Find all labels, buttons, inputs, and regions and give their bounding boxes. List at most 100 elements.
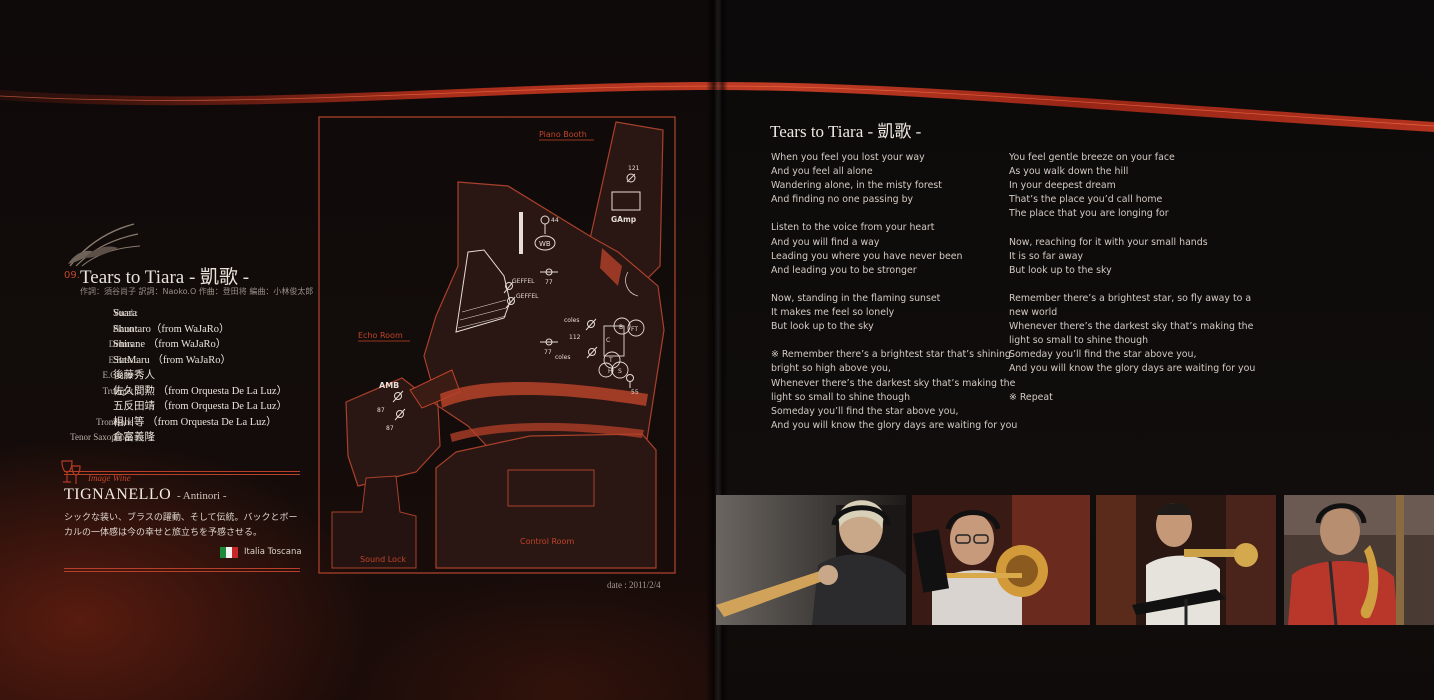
sound-lock-area xyxy=(331,475,417,569)
mic-label: 77 xyxy=(544,349,552,356)
control-room-area xyxy=(435,433,657,569)
drum-label: FT xyxy=(631,326,638,333)
lyric-line: new world xyxy=(1009,307,1058,319)
lyric-line: And leading you to be stronger xyxy=(771,264,917,276)
wine-region: Italia Toscana xyxy=(244,547,302,557)
personnel-name: Shuntaro（from WaJaRo） xyxy=(113,323,230,335)
personnel-row: Vocal : Suara xyxy=(30,306,330,322)
personnel-row: E.Guitar : 後藤秀人 xyxy=(30,368,330,384)
personnel-row: Trombone : 相川等 （from Orquesta De La Luz） xyxy=(30,415,330,431)
grand-piano xyxy=(455,249,511,333)
mic-label: 87 xyxy=(386,425,394,432)
drum-label: C xyxy=(606,337,610,344)
mic-label: 87 xyxy=(377,407,385,414)
mic-label: 121 xyxy=(628,165,640,172)
lyric-line: ※ Repeat xyxy=(1009,391,1053,403)
divider xyxy=(64,471,300,472)
lyric-line: When you feel you lost your way xyxy=(771,152,925,163)
lyric-line: And you will know the glory days are wai… xyxy=(1009,363,1256,375)
lyric-line: light so small to shine though xyxy=(771,391,911,403)
stanza-break xyxy=(1009,221,1239,235)
stanza-break xyxy=(771,207,999,221)
personnel-row: Trumpet : 佐久間勲 （from Orquesta De La Luz） xyxy=(30,384,330,400)
personnel-role: E.Bass : xyxy=(108,354,138,365)
wine-glass-icon xyxy=(61,460,81,484)
lyric-line: Remember there’s a brightest star, so fl… xyxy=(1009,292,1252,304)
lyric-line: Leading you where you have never been xyxy=(771,250,963,262)
wine-maker: - Antinori - xyxy=(177,490,227,502)
control-room-label: Control Room xyxy=(520,537,574,546)
piano-keys xyxy=(457,299,507,329)
drum-label: T xyxy=(608,357,613,364)
microphones xyxy=(392,173,636,421)
mixing-console xyxy=(507,469,595,507)
personnel-list: Vocal : Suara Piano : Shuntaro（from WaJa… xyxy=(30,306,330,446)
lyric-line: And you will know the glory days are wai… xyxy=(771,419,1018,431)
amb-label: AMB xyxy=(379,381,399,390)
lyric-line: Someday you’ll find the star above you, xyxy=(1009,349,1197,361)
lyric-line: bright so high above you, xyxy=(771,363,891,375)
studio-floor-plan: Piano Booth Echo Room Control Room Sound… xyxy=(318,116,676,574)
lyric-line: It is so far away xyxy=(1009,250,1084,262)
personnel-row: Tenor Saxophone : 倉富義隆 xyxy=(30,430,330,446)
booth-window xyxy=(600,248,622,286)
personnel-role: E.Guitar : xyxy=(102,370,139,380)
divider xyxy=(64,474,300,475)
wine-name: TIGNANELLO xyxy=(64,486,172,503)
credits-line: 作詞：須谷尚子 訳詞：Naoko.O 作曲：登田将 編曲：小林俊太郎 xyxy=(80,287,314,296)
wheat-leaf-ornament xyxy=(68,223,141,267)
personnel-name: 佐久間勲 （from Orquesta De La Luz） xyxy=(113,385,288,397)
echo-room-label: Echo Room xyxy=(358,331,403,340)
lyrics-title: Tears to Tiara - 凱歌 - xyxy=(770,122,922,141)
window-band xyxy=(450,422,644,442)
personnel-role: Drums : xyxy=(108,339,138,349)
lyric-line: Now, standing in the flaming sunset xyxy=(771,292,941,304)
personnel-row: Drums : Shirane （from WaJaRo） xyxy=(30,337,330,353)
track-number: 09. xyxy=(64,270,80,281)
photo-trumpet-player xyxy=(716,495,906,625)
lyric-line: Wandering alone, in the misty forest xyxy=(771,180,942,192)
mic-label: 77 xyxy=(545,279,553,286)
personnel-role: Vocal : xyxy=(112,308,138,318)
personnel-role: Piano : xyxy=(112,323,138,334)
personnel-name: Shirane （from WaJaRo） xyxy=(113,339,227,350)
image-wine-label: Image Wine xyxy=(88,473,131,483)
door-arc xyxy=(625,271,639,297)
lyric-line: Now, reaching for it with your small han… xyxy=(1009,236,1208,248)
wb-circle xyxy=(534,235,556,251)
personnel-name: 五反田靖 （from Orquesta De La Luz） xyxy=(113,401,288,412)
drum-label: B xyxy=(619,324,623,331)
lyric-line: It makes me feel so lonely xyxy=(771,307,895,319)
divider xyxy=(64,568,300,569)
sound-lock-label: Sound Lock xyxy=(360,555,406,564)
lyric-line: That’s the place you’d call home xyxy=(1009,194,1163,206)
wine-description: シックな装い、ブラスの躍動、そして伝統。バックとボーカルの一体感は今の幸せと旅立… xyxy=(64,513,298,538)
italy-flag-icon xyxy=(220,547,238,558)
stanza-break xyxy=(1009,377,1239,391)
drum-label: S xyxy=(618,368,622,375)
personnel-name: 相川等 （from Orquesta De La Luz） xyxy=(113,416,277,428)
lyric-line: light so small to shine though xyxy=(1009,335,1149,347)
personnel-role: Trombone : xyxy=(96,416,138,427)
mic-label: coles xyxy=(555,354,570,361)
personnel-name: SutMaru （from WaJaRo） xyxy=(113,354,231,366)
gamp-label: GAmp xyxy=(611,215,637,224)
drum-kit xyxy=(598,317,645,379)
piano-booth-label: Piano Booth xyxy=(539,130,587,139)
echo-room-area xyxy=(345,377,441,487)
photo-trumpet-player-stand xyxy=(1096,495,1276,625)
photo-trombone-player xyxy=(912,495,1090,625)
mic-label: 55 xyxy=(631,389,639,396)
stanza-break xyxy=(771,278,999,292)
personnel-name: 後藤秀人 xyxy=(113,370,155,381)
lyric-line: Whenever there’s the darkest sky that’s … xyxy=(771,377,1016,389)
image-wine-box: Image Wine TIGNANELLO - Antinori - シックな装… xyxy=(61,460,302,573)
lyric-line: ※ Remember there’s a brightest star that… xyxy=(771,349,1011,361)
track-title: Tears to Tiara - 凱歌 - xyxy=(80,267,250,288)
lyric-line: But look up to the sky xyxy=(1009,264,1112,276)
personnel-row: E.Bass : SutMaru （from WaJaRo） xyxy=(30,353,330,369)
lyric-line: But look up to the sky xyxy=(771,321,874,333)
plan-frame xyxy=(318,116,676,574)
